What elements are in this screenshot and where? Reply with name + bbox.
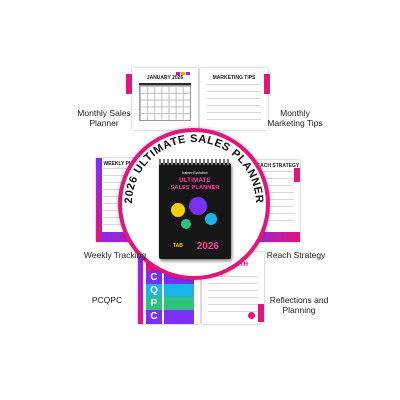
cover-title-line2: SALES PLANNER: [170, 185, 220, 191]
illustration-phone-icon: [181, 219, 191, 229]
text-lines: [208, 276, 258, 317]
caption-weekly-tracking: Weekly Tracking: [83, 250, 147, 260]
caption-monthly-sales-planner: Monthly Sales Planner: [77, 108, 131, 128]
monthly-planner-page: JANUARY 2026: [132, 68, 198, 130]
illustration-dollar-icon: [171, 203, 185, 217]
cover-title-line1: ULTIMATE: [179, 178, 211, 184]
marketing-tips-header: MARKETING TIPS: [212, 75, 256, 82]
page-tab: [264, 74, 270, 94]
pcqpc-letter: P: [146, 297, 162, 311]
monthly-planner-header: JANUARY 2026: [146, 75, 184, 82]
illustration-chart-icon: [189, 197, 207, 215]
cover-badge: TAB: [173, 243, 183, 249]
person-icon: [248, 312, 255, 319]
gradient-band: [138, 252, 143, 324]
pcqpc-bar: [164, 284, 194, 298]
pcqpc-bar: [164, 297, 194, 311]
gradient-band: [96, 158, 102, 242]
calendar-weekday-row: [138, 82, 192, 86]
page-tab: [258, 304, 264, 322]
page-tab: [126, 74, 132, 94]
caption-pcqpc: PCQPC: [91, 295, 123, 305]
calendar-grid: [138, 85, 192, 122]
page-tab: [294, 168, 300, 182]
text-lines: [206, 84, 262, 122]
planner-cover: trainer·Evolution ULTIMATE SALES PLANNER…: [159, 163, 231, 259]
pcqpc-bar: [164, 310, 194, 324]
reach-strategy-header: REACH STRATEGY: [253, 163, 300, 170]
illustration-target-icon: [205, 213, 217, 225]
caption-monthly-marketing-tips: Monthly Marketing Tips: [267, 108, 323, 128]
gradient-band: [240, 232, 300, 242]
marketing-tips-page: MARKETING TIPS: [200, 68, 268, 130]
spiral-binding: [159, 159, 231, 165]
caption-reflections-planning: Reflections and Planning: [269, 295, 329, 315]
color-swatch: [176, 71, 180, 75]
pcqpc-letter: C: [146, 310, 162, 324]
caption-reach-strategy: Reach Strategy: [266, 250, 326, 260]
pcqpc-letter: C: [146, 271, 162, 285]
pcqpc-letter: Q: [146, 284, 162, 298]
color-swatch: [186, 71, 190, 75]
brand-label: trainer·Evolution: [182, 171, 208, 175]
cover-year: 2026: [196, 241, 219, 252]
color-swatch: [181, 71, 185, 75]
